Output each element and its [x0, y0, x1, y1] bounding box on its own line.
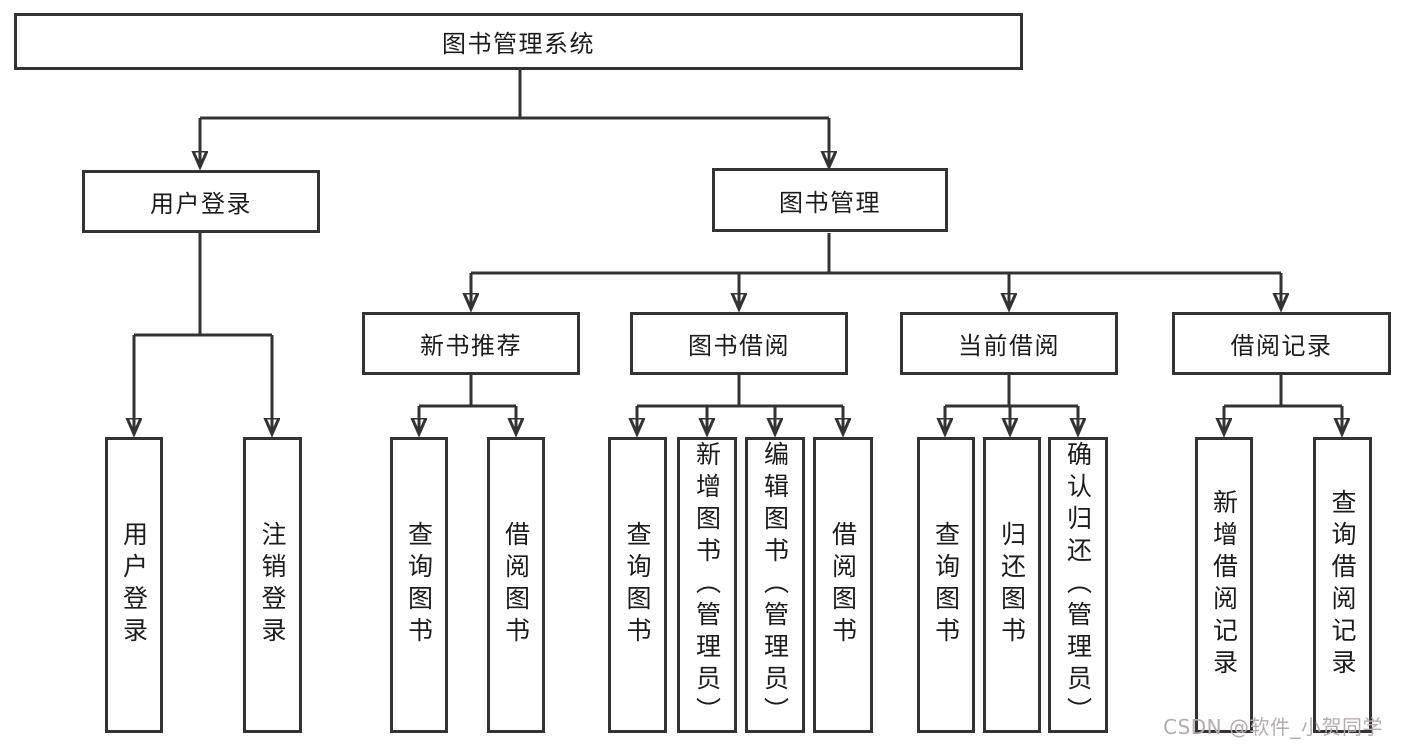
node-label: 图书管理系统: [442, 30, 595, 58]
node-label: 查询图书: [404, 521, 434, 649]
node-label: 当前借阅: [958, 332, 1060, 360]
node-borrow-records: 借阅记录: [1172, 312, 1391, 375]
node-label: 借阅图书: [828, 521, 858, 649]
node-label: 新增图书（管理员）: [692, 441, 722, 729]
node-label: 图书管理: [779, 188, 881, 217]
connector-user-login-to-leaves: [134, 233, 272, 433]
node-label: 编辑图书（管理员）: [760, 441, 790, 729]
leaf-query-book-1: 查询图书: [390, 437, 448, 733]
node-label: 查询图书: [931, 521, 961, 649]
leaf-confirm-return-admin: 确认归还（管理员）: [1048, 437, 1108, 733]
node-book-management: 图书管理: [712, 168, 948, 232]
leaf-borrow-book-2: 借阅图书: [813, 437, 873, 733]
connector-borrow-records-to-leaves: [1224, 375, 1342, 433]
leaf-return-book: 归还图书: [983, 437, 1041, 733]
connector-book-mgmt-to-level3: [471, 233, 1281, 308]
connector-new-book-recommend-to-leaves: [419, 375, 516, 433]
connector-root-to-level2: [200, 70, 829, 166]
leaf-edit-book-admin: 编辑图书（管理员）: [745, 437, 805, 733]
node-current-borrow: 当前借阅: [900, 312, 1118, 375]
leaf-add-book-admin: 新增图书（管理员）: [677, 437, 737, 733]
node-user-login: 用户登录: [82, 170, 320, 233]
node-label: 用户登录: [119, 521, 149, 649]
node-label: 新书推荐: [420, 332, 522, 360]
node-label: 借阅图书: [501, 521, 531, 649]
node-label: 借阅记录: [1230, 332, 1333, 360]
connector-current-borrow-to-leaves: [945, 375, 1078, 433]
leaf-add-borrow-record: 新增借阅记录: [1195, 437, 1253, 733]
node-label: 确认归还（管理员）: [1063, 441, 1093, 729]
node-label: 查询图书: [623, 521, 652, 649]
node-book-borrow: 图书借阅: [630, 312, 848, 375]
csdn-watermark: CSDN @软件_小贺同学: [1163, 715, 1383, 739]
leaf-user-login: 用户登录: [105, 437, 163, 733]
node-label: 用户登录: [150, 190, 252, 218]
connector-book-borrow-to-leaves: [637, 375, 843, 433]
node-library-system: 图书管理系统: [14, 13, 1023, 70]
node-label: 归还图书: [997, 521, 1027, 649]
leaf-query-book-3: 查询图书: [917, 437, 975, 733]
leaf-logout: 注销登录: [243, 437, 302, 733]
node-label: 注销登录: [258, 521, 287, 649]
leaf-query-borrow-record: 查询借阅记录: [1313, 437, 1372, 733]
leaf-query-book-2: 查询图书: [608, 437, 667, 733]
leaf-borrow-book-1: 借阅图书: [487, 437, 545, 733]
node-label: 查询借阅记录: [1328, 489, 1357, 681]
node-label: 新增借阅记录: [1209, 489, 1239, 681]
node-label: 图书借阅: [688, 332, 790, 360]
node-new-book-recommend: 新书推荐: [362, 312, 580, 375]
